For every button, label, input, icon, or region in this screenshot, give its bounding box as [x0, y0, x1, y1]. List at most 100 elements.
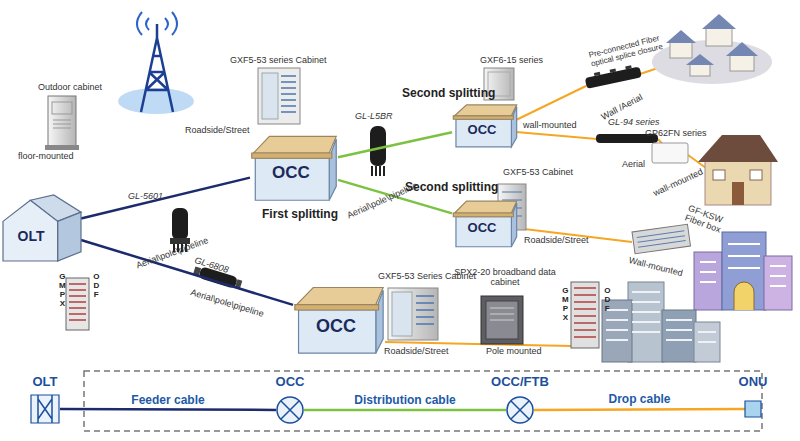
part-label: Pre-connected Fiber optical splice closu…	[588, 30, 682, 69]
splice-closure	[585, 66, 642, 88]
odf-rack	[69, 284, 86, 320]
street-cabinet	[388, 288, 438, 340]
houses	[726, 42, 758, 56]
drop-cable-line	[385, 342, 572, 346]
rack-label: GMPX	[57, 272, 66, 308]
data-cabinet	[481, 296, 523, 344]
cabinet-front	[255, 158, 329, 200]
odf-rack	[571, 282, 599, 348]
fiber-box	[632, 224, 691, 254]
cable-label: Feeder cable	[98, 393, 238, 407]
stage-heading: Second splitting	[405, 181, 498, 194]
splice-closure	[625, 65, 631, 69]
cabinet-roof	[455, 201, 517, 213]
cabinet-side	[511, 107, 516, 147]
rack-label: ODF	[602, 286, 611, 313]
houses	[670, 42, 692, 58]
cabinet-side	[329, 139, 336, 200]
part-label: Wall-mounted	[628, 256, 684, 279]
node-label: OCC	[255, 164, 327, 183]
data-cabinet	[486, 301, 518, 339]
stage-heading: Second splitting	[402, 87, 495, 100]
part-label: floor-mounted	[18, 152, 74, 162]
occ-cabinet: OCC	[293, 283, 385, 355]
fiber-box	[637, 231, 686, 248]
part-label: SPX2-20 broadband data cabinet	[452, 268, 558, 288]
radio-tower	[118, 12, 194, 114]
street-cabinet	[388, 288, 438, 340]
outdoor-cabinet	[48, 96, 76, 146]
cable-line	[534, 408, 745, 411]
occ-cabinet: Second splittingOCC	[452, 198, 518, 248]
dashed-frame	[84, 371, 762, 431]
part-label: GXF5-53 series Cabinet	[230, 56, 327, 66]
node-label: OLT	[5, 229, 57, 244]
city-buildings	[606, 292, 716, 342]
part-label: wall-mounted	[652, 167, 705, 199]
symbol-square	[745, 401, 761, 417]
part-label: GL-5601	[128, 192, 163, 202]
data-cabinet	[481, 296, 523, 344]
houses	[652, 40, 772, 84]
node-outline	[276, 396, 304, 424]
part-label: GXF6-15 series	[480, 56, 543, 66]
olt-building: OLT	[3, 195, 81, 261]
odf-rack	[571, 282, 599, 348]
terminal-box	[652, 143, 688, 163]
office-building	[764, 256, 792, 310]
house-side	[58, 212, 81, 261]
part-label: GXF5-53 Cabinet	[503, 168, 573, 178]
node-outline	[3, 195, 81, 261]
cabinet-side	[511, 203, 516, 247]
part-label: Aerial\pole\pipeline	[189, 288, 265, 320]
houses	[706, 28, 732, 46]
stage-heading: First splitting	[262, 208, 338, 221]
street-cabinet	[258, 68, 300, 124]
outdoor-cabinet	[45, 145, 79, 150]
node-label: OCC	[298, 317, 374, 337]
cable-label: Distribution cable	[335, 393, 475, 407]
occ-symbol: OCC	[276, 396, 304, 424]
fiber-box	[632, 224, 691, 254]
splice-closure	[594, 72, 600, 76]
node-outline	[30, 394, 60, 424]
symbol-circle	[277, 397, 303, 423]
cable-line	[304, 409, 506, 412]
part-label: Aerial\pole\pipeline	[346, 181, 420, 221]
city-buildings	[602, 282, 720, 362]
drop-cable-line	[516, 132, 597, 139]
splice-closure	[372, 166, 384, 176]
part-label: GL-L5BR	[355, 112, 393, 122]
outdoor-cabinet	[45, 96, 79, 150]
part-label: Roadside/Street	[524, 236, 589, 246]
street-cabinet	[281, 76, 296, 112]
node-label: OCC/FTB	[484, 375, 556, 389]
odf-rack	[66, 278, 89, 330]
splice-closure	[172, 208, 188, 240]
occ-cabinet: OCCFirst splitting	[250, 132, 338, 202]
office-building	[734, 282, 754, 310]
house	[705, 160, 771, 205]
house	[698, 135, 778, 205]
house-front	[3, 200, 58, 261]
odf-rack	[66, 278, 89, 330]
street-cabinet	[416, 296, 434, 324]
house	[732, 182, 744, 205]
street-cabinet	[392, 292, 412, 336]
radio-tower	[141, 24, 173, 112]
radio-tower	[118, 88, 194, 114]
node-label: OCC	[455, 123, 509, 137]
drop-cable-line	[516, 86, 586, 120]
cabinet-roof	[297, 288, 383, 305]
part-label: wall-mounted	[523, 121, 577, 131]
data-cabinet	[490, 308, 514, 320]
symbol-cross	[511, 401, 529, 419]
radio-tower	[137, 12, 177, 35]
cabinet-front	[299, 310, 376, 353]
odf-rack	[574, 288, 596, 337]
houses	[652, 14, 772, 84]
cabinet-roof	[254, 136, 337, 153]
